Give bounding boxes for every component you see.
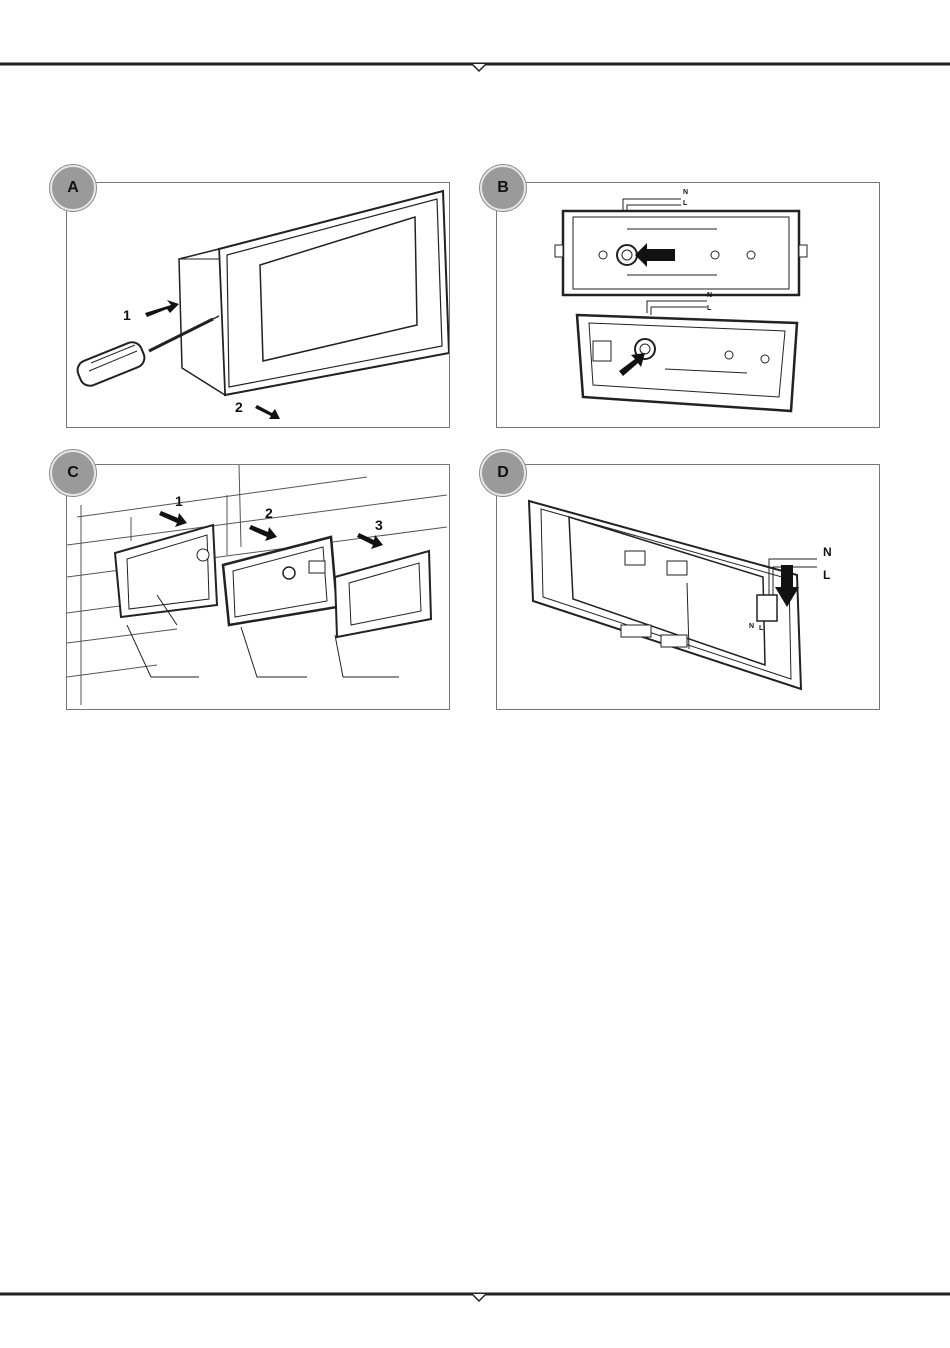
panel-b-badge: B <box>480 165 526 211</box>
wire-l-top-label: L <box>683 200 687 207</box>
panel-a-badge: A <box>50 165 96 211</box>
panel-c-badge: C <box>50 450 96 496</box>
step-1-label: 1 <box>175 493 183 509</box>
panel-d-illustration <box>497 465 879 709</box>
wire-n-bottom-label: N <box>707 292 712 299</box>
wire-l-bottom-label: L <box>707 305 711 312</box>
bottom-divider <box>0 1282 950 1312</box>
step-2-label: 2 <box>235 399 243 415</box>
step-3-label: 3 <box>375 517 383 533</box>
panel-d: N L N L <box>496 464 880 710</box>
terminal-l-label: L <box>759 625 763 632</box>
panel-b: N L N L <box>496 182 880 428</box>
wire-l-label: L <box>823 568 830 582</box>
wire-n-top-label: N <box>683 189 688 196</box>
top-divider <box>0 52 950 82</box>
panel-c-illustration <box>67 465 449 709</box>
panel-d-badge: D <box>480 450 526 496</box>
wire-n-label: N <box>823 545 832 559</box>
step-1-label: 1 <box>123 307 131 323</box>
panel-b-illustration <box>497 183 879 427</box>
step-2-label: 2 <box>265 505 273 521</box>
panel-c: 1 2 3 <box>66 464 450 710</box>
panel-a: 1 2 <box>66 182 450 428</box>
panel-a-illustration <box>67 183 449 427</box>
terminal-n-label: N <box>749 623 754 630</box>
